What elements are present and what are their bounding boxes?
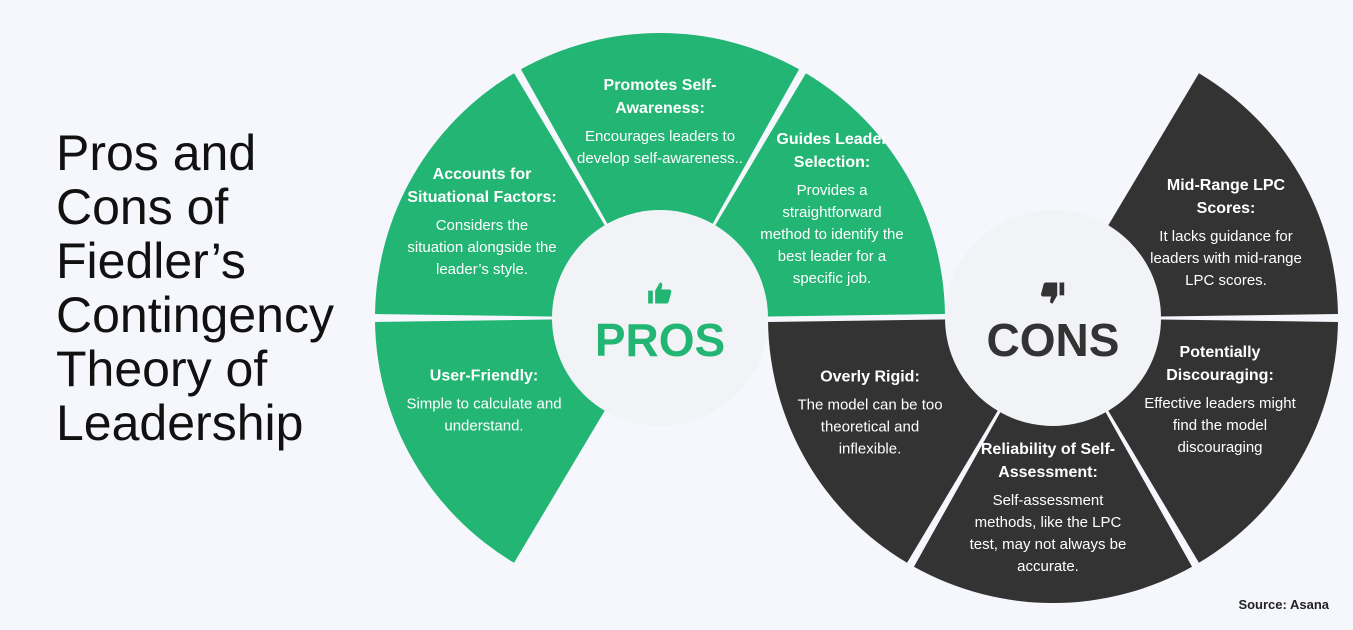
cons-overly-rigid: Overly Rigid: The model can be too theor… [790,366,950,461]
cons-segment-self-assessment [913,392,1193,604]
source-caption: Source: Asana [1238,597,1329,612]
title-line: Leadership [56,395,304,451]
title-line: Pros and [56,125,257,181]
page-title: Pros and Cons of Fiedler’s Contingency T… [56,126,386,450]
title-line: Contingency [56,287,334,343]
cons-hub [945,210,1161,426]
cons-item-title: Mid-Range LPC Scores: [1166,177,1286,217]
cons-label: CONS [986,314,1120,366]
cons-item-description: The model can be too theoretical and inf… [797,396,943,458]
pros-item-title: Accounts for Situational Factors: [407,166,557,206]
thumbs-up-icon [646,279,674,307]
cons-segment-mid-range-lpc [1096,73,1338,317]
cons-item-title: Overly Rigid: [820,368,920,386]
pros-item-title: User-Friendly: [429,367,539,385]
cons-segment-discouraging [1096,319,1338,563]
cons-item-description: Effective leaders might find the model d… [1144,395,1296,456]
pros-situational-factors: Accounts for Situational Factors: Consid… [407,163,557,281]
pros-item-description: Encourages leaders to develop self-aware… [577,128,743,167]
cons-mid-range-lpc: Mid-Range LPC Scores: It lacks guidance … [1141,174,1311,292]
pros-segment-self-awareness [520,33,800,244]
pros-item-title: Promotes Self-Awareness: [603,77,717,117]
pros-leader-selection: Guides Leader Selection: Provides a stra… [757,128,907,290]
pros-item-description: Simple to calculate and understand. [406,395,562,435]
title-line: Theory of [56,341,268,397]
cons-self-assessment: Reliability of Self-Assessment: Self-ass… [963,438,1133,578]
pros-segment-leader-selection [703,73,945,317]
pros-item-description: Considers the situation alongside the le… [407,217,557,278]
pros-hub [552,210,768,426]
pros-self-awareness: Promotes Self-Awareness: Encourages lead… [575,74,745,170]
pros-segment-situational-factors [375,73,617,317]
cons-item-title: Potentially Discouraging: [1166,344,1274,384]
pros-item-title: Guides Leader Selection: [776,131,888,171]
pros-hub-content: PROS [595,279,725,365]
cons-segment-overly-rigid [768,319,1010,563]
cons-discouraging: Potentially Discouraging: Effective lead… [1135,341,1305,459]
pros-user-friendly: User-Friendly: Simple to calculate and u… [399,365,569,438]
title-line: Fiedler’s [56,233,246,289]
title-line: Cons of [56,179,229,235]
pros-label: PROS [594,314,726,366]
cons-item-description: It lacks guidance for leaders with mid-r… [1150,228,1302,289]
pros-segment-user-friendly [375,319,617,563]
cons-item-title: Reliability of Self-Assessment: [980,441,1116,481]
pros-item-description: Provides a straightforward method to ide… [760,182,904,287]
thumbs-down-icon [1039,279,1067,307]
cons-item-description: Self-assessment methods, like the LPC te… [969,492,1127,575]
cons-hub-content: CONS [986,279,1120,366]
